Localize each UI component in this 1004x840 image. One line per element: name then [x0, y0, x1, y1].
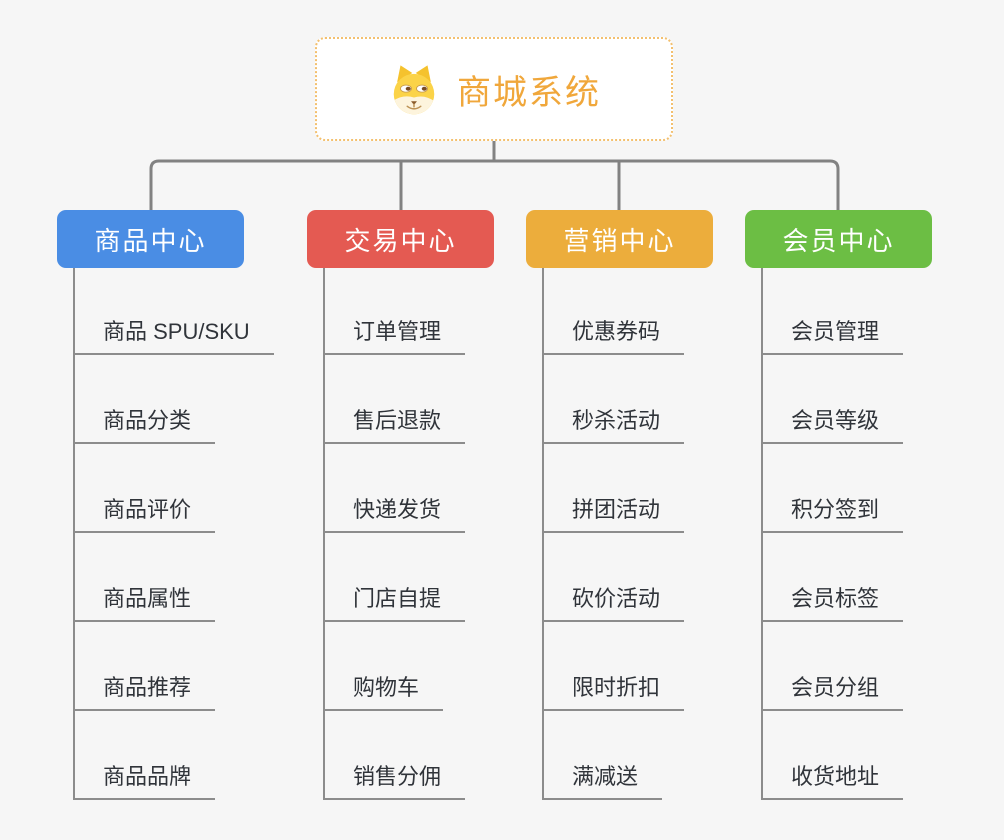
subtopic-label: 砍价活动 [542, 586, 685, 622]
subtopic[interactable]: 门店自提 [323, 533, 466, 622]
subtopic-label: 拼团活动 [542, 497, 685, 533]
branch-topic-member-center[interactable]: 会员中心 [745, 210, 932, 268]
subtopic-label: 商品分类 [73, 408, 216, 444]
subtopic-label: 会员分组 [761, 675, 904, 711]
subtopic-label: 会员管理 [761, 319, 904, 355]
subtopic[interactable]: 优惠券码 [542, 266, 685, 355]
subtopic[interactable]: 订单管理 [323, 266, 466, 355]
subtopic[interactable]: 商品分类 [73, 355, 274, 444]
subtopic[interactable]: 商品推荐 [73, 622, 274, 711]
subtopic[interactable]: 砍价活动 [542, 533, 685, 622]
subtopic-label: 优惠券码 [542, 319, 685, 355]
branch-rail-line [149, 159, 840, 210]
subtopic[interactable]: 会员分组 [761, 622, 904, 711]
subtopic-label: 商品品牌 [73, 764, 216, 800]
subtopic[interactable]: 积分签到 [761, 444, 904, 533]
subtopic-label: 收货地址 [761, 764, 904, 800]
branch-topic-label: 营销中心 [563, 225, 676, 256]
subtopic[interactable]: 商品属性 [73, 533, 274, 622]
subtopic[interactable]: 收货地址 [761, 711, 904, 800]
branch-topic-label: 交易中心 [344, 225, 457, 256]
subtopic-label: 满减送 [542, 764, 663, 800]
subtopic-label: 限时折扣 [542, 675, 685, 711]
branch-column-member-center: 会员管理 会员等级 积分签到 会员标签 会员分组 收货地址 [761, 266, 904, 800]
branch-topic-label: 商品中心 [94, 225, 207, 256]
subtopic[interactable]: 售后退款 [323, 355, 466, 444]
subtopic-label: 商品推荐 [73, 675, 216, 711]
subtopic[interactable]: 拼团活动 [542, 444, 685, 533]
branch-topic-product-center[interactable]: 商品中心 [57, 210, 244, 268]
subtopic-label: 商品 SPU/SKU [73, 319, 274, 355]
doge-face-icon [393, 65, 435, 115]
subtopic[interactable]: 商品 SPU/SKU [73, 266, 274, 355]
subtopic[interactable]: 销售分佣 [323, 711, 466, 800]
subtopic-label: 商品属性 [73, 586, 216, 622]
root-topic-label: 商城系统 [457, 73, 601, 112]
subtopic-label: 销售分佣 [323, 764, 466, 800]
subtopic-label: 积分签到 [761, 497, 904, 533]
branch-column-marketing-center: 优惠券码 秒杀活动 拼团活动 砍价活动 限时折扣 满减送 [542, 266, 685, 800]
subtopic[interactable]: 商品品牌 [73, 711, 274, 800]
subtopic[interactable]: 秒杀活动 [542, 355, 685, 444]
subtopic-label: 订单管理 [323, 319, 466, 355]
branch-topic-label: 会员中心 [782, 225, 895, 256]
subtopic[interactable]: 购物车 [323, 622, 465, 711]
subtopic[interactable]: 商品评价 [73, 444, 274, 533]
subtopic[interactable]: 快递发货 [323, 444, 466, 533]
subtopic-label: 购物车 [323, 675, 444, 711]
subtopic-label: 售后退款 [323, 408, 466, 444]
subtopic[interactable]: 满减送 [542, 711, 684, 800]
branch-topic-marketing-center[interactable]: 营销中心 [526, 210, 713, 268]
branch-column-trade-center: 订单管理 售后退款 快递发货 门店自提 购物车 销售分佣 [323, 266, 466, 800]
subtopic-label: 会员标签 [761, 586, 904, 622]
subtopic-label: 商品评价 [73, 497, 216, 533]
subtopic[interactable]: 会员管理 [761, 266, 904, 355]
subtopic[interactable]: 会员等级 [761, 355, 904, 444]
subtopic[interactable]: 会员标签 [761, 533, 904, 622]
subtopic-label: 门店自提 [323, 586, 466, 622]
branch-topic-trade-center[interactable]: 交易中心 [307, 210, 494, 268]
subtopic[interactable]: 限时折扣 [542, 622, 685, 711]
subtopic-label: 秒杀活动 [542, 408, 685, 444]
root-topic[interactable]: 商城系统 [315, 37, 673, 141]
branch-column-product-center: 商品 SPU/SKU 商品分类 商品评价 商品属性 商品推荐 商品品牌 [73, 266, 274, 800]
subtopic-label: 会员等级 [761, 408, 904, 444]
subtopic-label: 快递发货 [323, 497, 466, 533]
